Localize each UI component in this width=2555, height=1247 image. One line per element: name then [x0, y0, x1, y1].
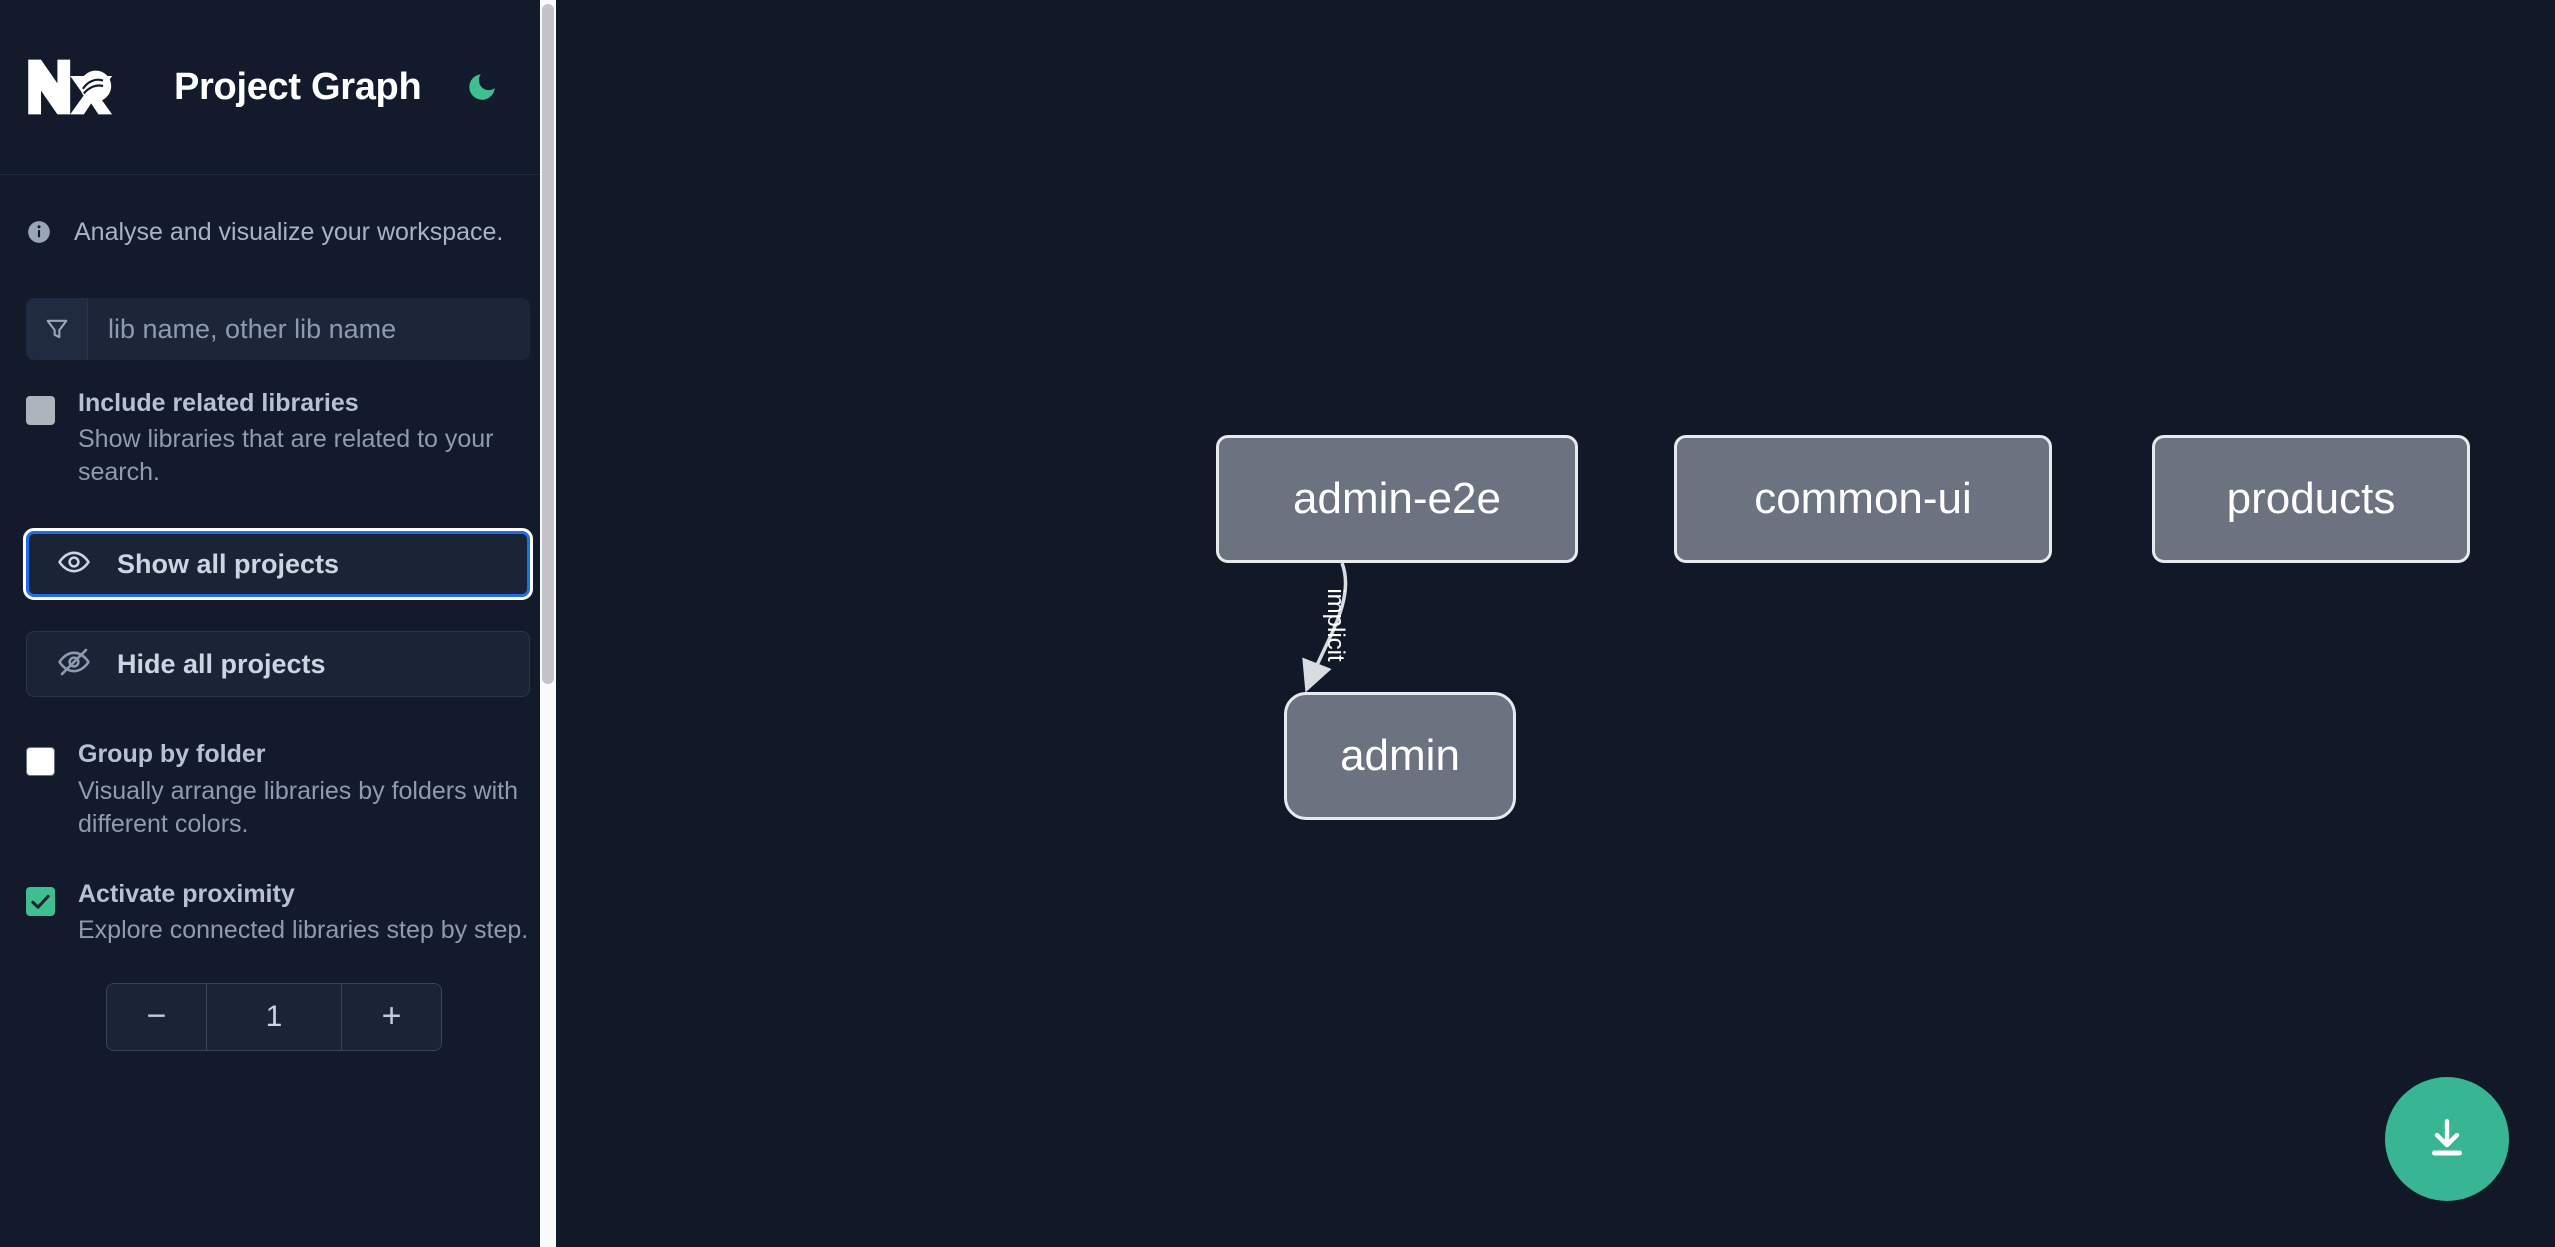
download-icon — [2422, 1113, 2472, 1166]
hide-all-projects-label: Hide all projects — [117, 648, 326, 679]
search-input[interactable] — [88, 298, 530, 360]
hide-all-projects-button[interactable]: Hide all projects — [26, 631, 530, 698]
option-description: Visually arrange libraries by folders wi… — [78, 776, 519, 838]
sidebar-body: Analyse and visualize your workspace. In… — [0, 175, 556, 1051]
tagline-text: Analyse and visualize your workspace. — [74, 217, 504, 246]
graph-node-common-ui[interactable]: common-ui — [1674, 435, 2052, 563]
option-include-related-libraries[interactable]: Include related libraries Show libraries… — [26, 390, 530, 489]
show-all-projects-label: Show all projects — [117, 548, 340, 579]
eye-off-icon — [57, 645, 91, 684]
sidebar-scrollbar-thumb[interactable] — [542, 4, 554, 684]
graph-node-products[interactable]: products — [2152, 435, 2470, 563]
option-group-by-folder[interactable]: Group by folder Visually arrange librari… — [26, 741, 530, 840]
proximity-increment-button[interactable]: + — [341, 983, 441, 1050]
option-label: Group by folder — [78, 740, 266, 769]
page-title: Project Graph — [174, 65, 422, 108]
download-graph-button[interactable] — [2385, 1077, 2509, 1201]
filter-row — [26, 298, 530, 360]
sidebar-header: Project Graph — [0, 0, 556, 175]
graph-canvas[interactable]: implicit implicit admin-e2e common-ui pr… — [556, 0, 2555, 1247]
sidebar-scrollbar[interactable] — [540, 0, 556, 1247]
edge-admin-e2e-admin — [1302, 562, 1348, 693]
funnel-icon — [26, 298, 88, 360]
graph-node-admin[interactable]: admin — [1284, 692, 1516, 820]
option-label: Include related libraries — [78, 389, 359, 417]
option-description: Explore connected libraries step by step… — [78, 915, 529, 944]
moon-icon[interactable] — [463, 68, 501, 106]
tagline: Analyse and visualize your workspace. — [26, 175, 530, 289]
edge-label-implicit: implicit — [1322, 588, 1349, 662]
eye-icon — [57, 545, 91, 584]
checkbox-activate-proximity[interactable] — [26, 886, 55, 916]
option-description: Show libraries that are related to your … — [78, 425, 494, 487]
checkbox-include-related-libraries[interactable] — [26, 396, 55, 425]
option-activate-proximity[interactable]: Activate proximity Explore connected lib… — [26, 879, 530, 947]
show-all-projects-button[interactable]: Show all projects — [23, 528, 533, 601]
info-icon — [26, 219, 52, 245]
projects-button-group: Show all projects Hide all projects — [23, 528, 533, 698]
option-label: Activate proximity — [78, 879, 295, 908]
proximity-stepper: − 1 + — [106, 982, 442, 1051]
graph-node-admin-e2e[interactable]: admin-e2e — [1216, 435, 1578, 563]
checkbox-group-by-folder[interactable] — [26, 747, 55, 777]
sidebar: Project Graph Analyse and visualize your… — [0, 0, 556, 1247]
proximity-value: 1 — [207, 983, 341, 1050]
nx-logo — [26, 56, 118, 118]
graph-edges: implicit implicit — [1302, 562, 1349, 693]
proximity-decrement-button[interactable]: − — [107, 983, 207, 1050]
